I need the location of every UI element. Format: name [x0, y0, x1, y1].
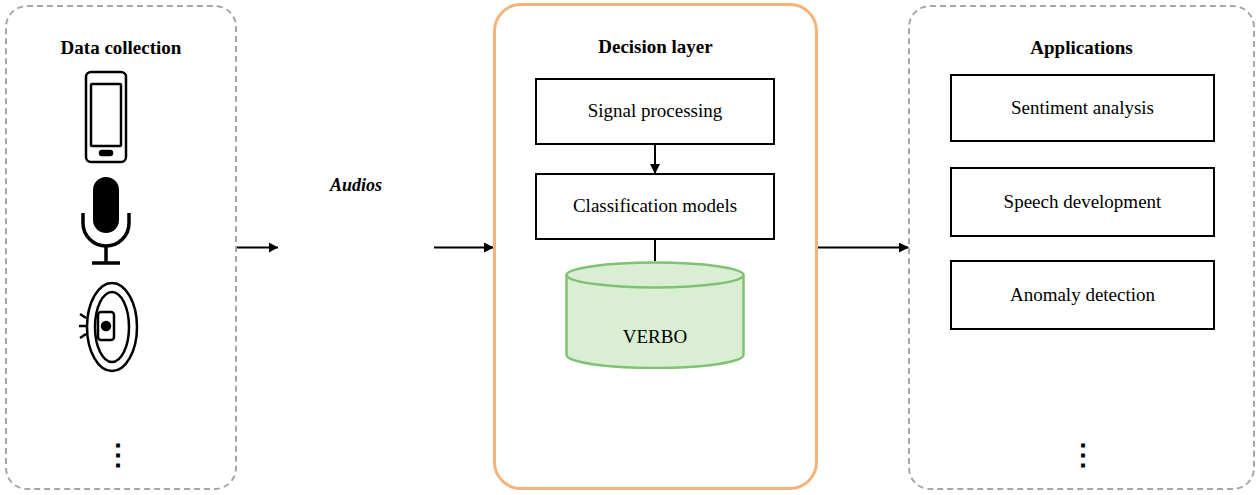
group-heading: Decision layer: [496, 36, 815, 59]
source-group: Data collection: [5, 5, 237, 490]
process-box: Classification models: [535, 173, 775, 240]
flow-arrow: [655, 145, 656, 173]
box-label: Anomaly detection: [1010, 284, 1155, 307]
box-label: VERBO: [623, 326, 687, 349]
phone-icon: [86, 72, 126, 162]
application-box: Anomaly detection: [950, 260, 1215, 330]
database-cylinder: VERBO: [565, 261, 745, 369]
group-heading: Data collection: [7, 37, 235, 60]
group-heading: Applications: [910, 37, 1253, 60]
microphone-icon: [83, 177, 129, 263]
cylinder-shape: [565, 261, 745, 369]
box-label: Signal processing: [588, 100, 723, 123]
box-label: Classification models: [573, 195, 737, 218]
hearing-device-icon: [79, 283, 137, 371]
ellipsis-mark: ⋮: [1069, 438, 1097, 472]
edge-label: Audios: [330, 175, 382, 197]
application-box: Sentiment analysis: [950, 74, 1215, 142]
application-group: ApplicationsSentiment analysisSpeech dev…: [908, 5, 1255, 490]
ellipsis-mark: ⋮: [104, 438, 132, 472]
flow-arrow: [655, 240, 656, 261]
application-box: Speech development: [950, 167, 1215, 237]
audio-waveform: [282, 210, 432, 275]
process-box: Signal processing: [535, 78, 775, 145]
flow-arrow: [818, 247, 908, 248]
box-label: Speech development: [1004, 191, 1162, 214]
flow-arrow: [237, 243, 493, 253]
decision-layer: Decision layerSignal processingClassific…: [493, 3, 818, 490]
box-label: Sentiment analysis: [1011, 97, 1154, 120]
